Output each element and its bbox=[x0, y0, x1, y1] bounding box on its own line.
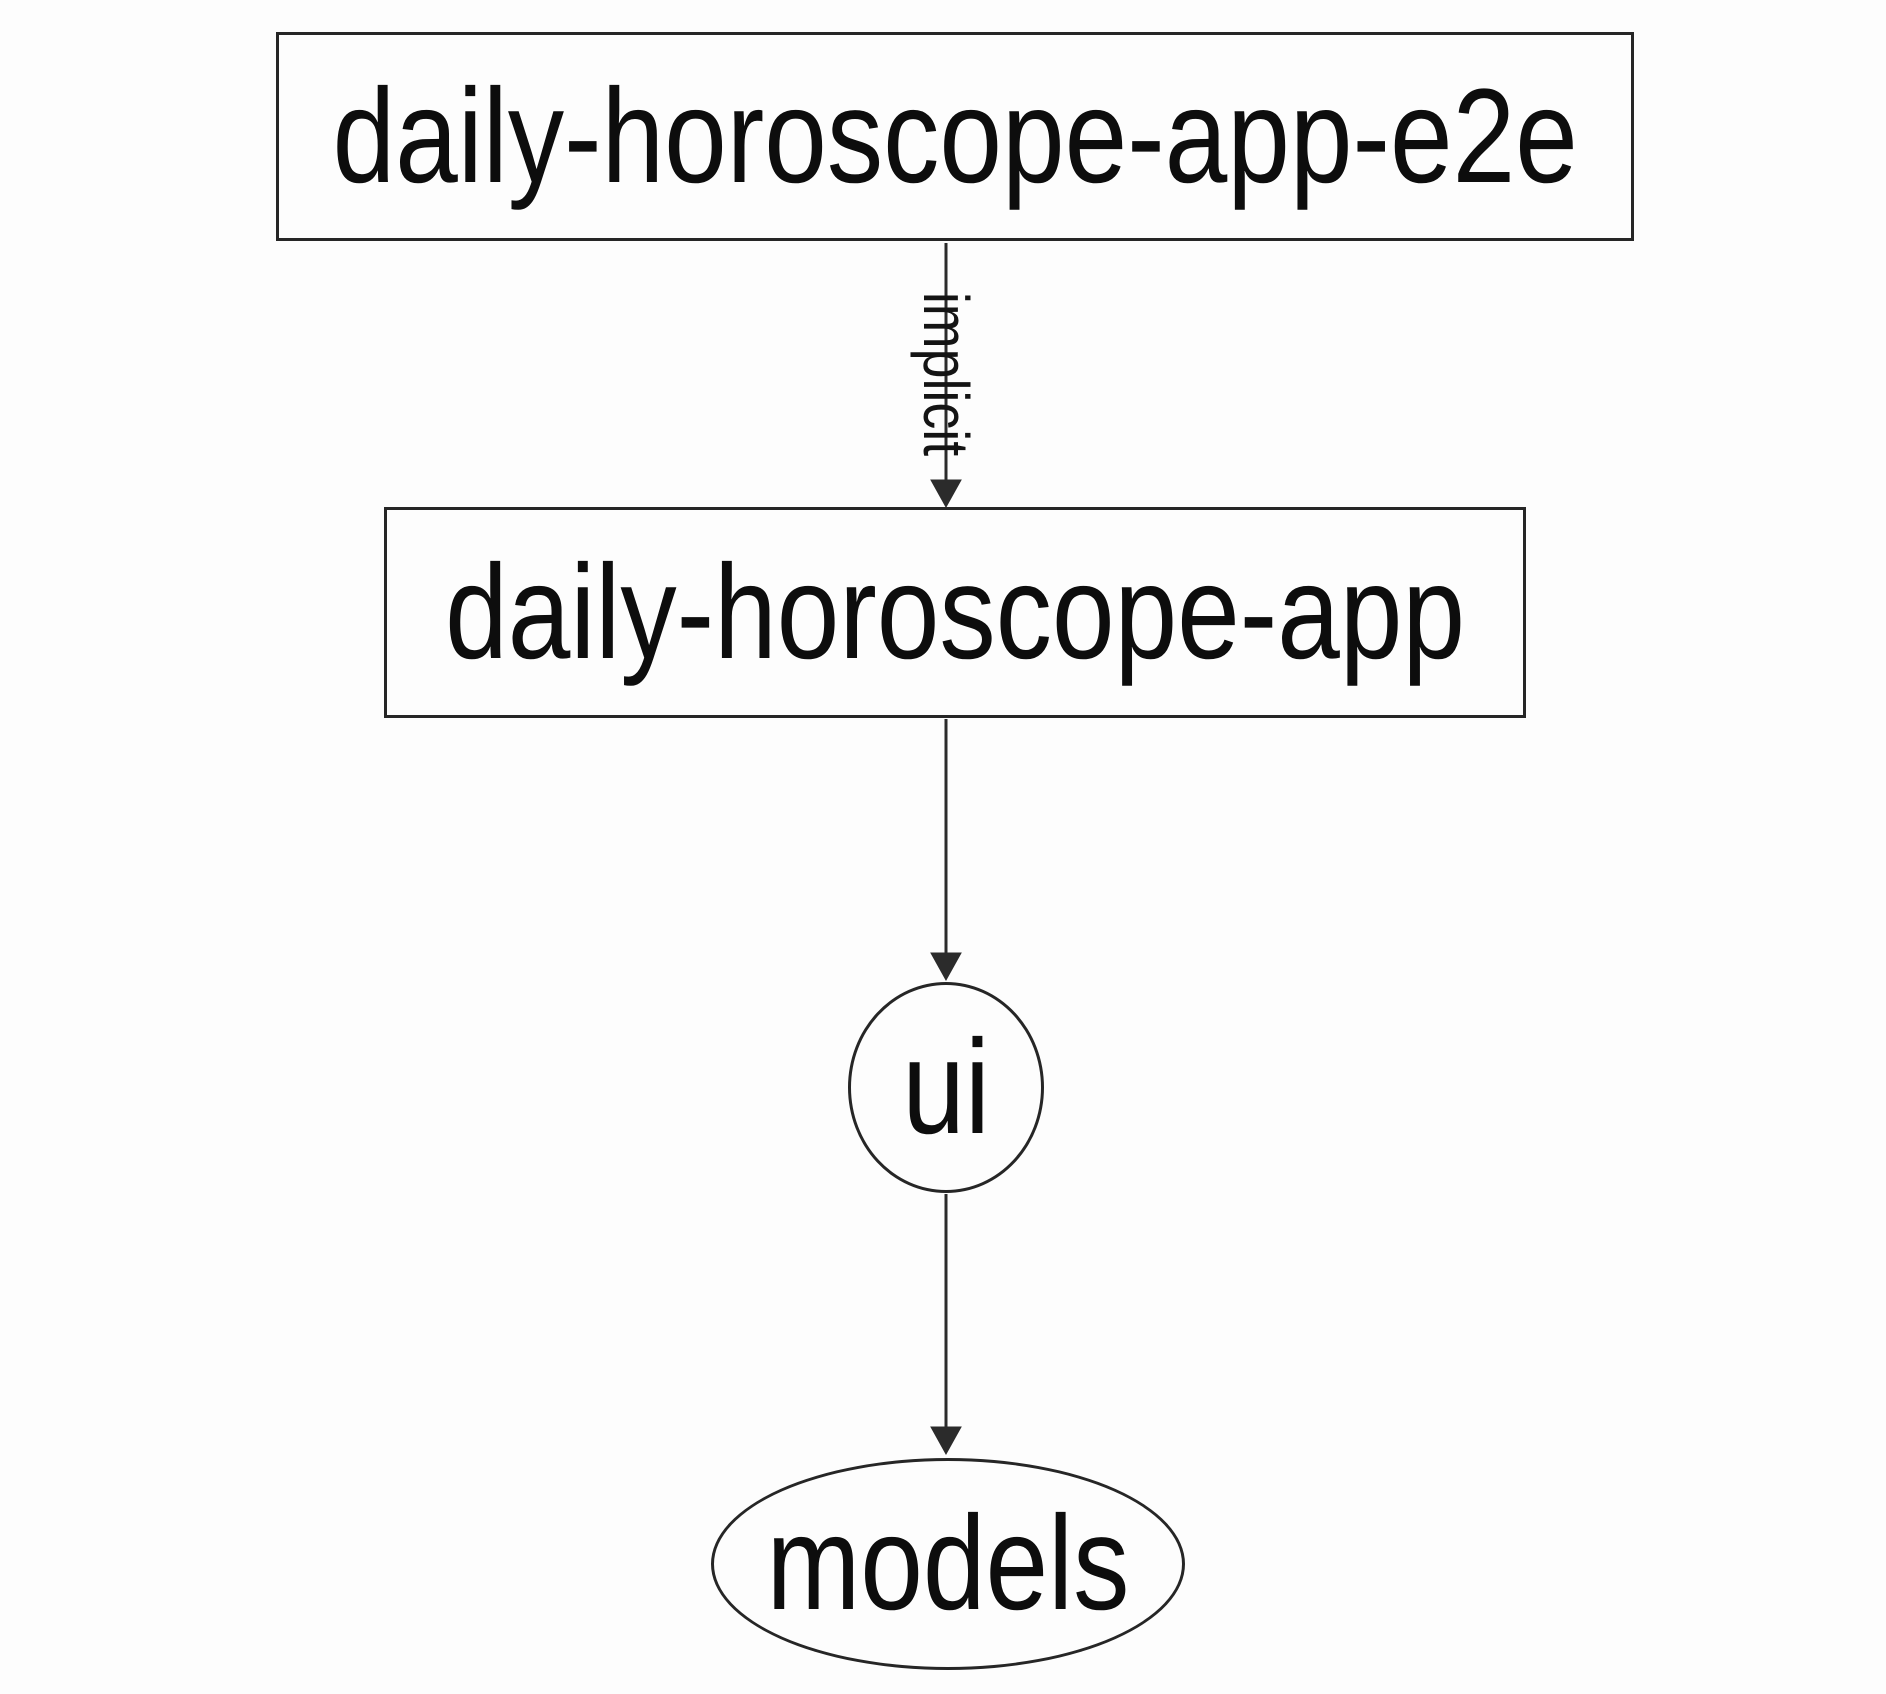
node-ui[interactable]: ui bbox=[848, 982, 1044, 1193]
node-label-ui: ui bbox=[902, 1012, 990, 1162]
node-daily-horoscope-app-e2e[interactable]: daily-horoscope-app-e2e bbox=[276, 32, 1634, 241]
node-label-models: models bbox=[766, 1489, 1130, 1638]
edge-app-to-ui bbox=[930, 719, 962, 982]
node-label-daily-horoscope-app-e2e: daily-horoscope-app-e2e bbox=[332, 61, 1578, 211]
node-models[interactable]: models bbox=[711, 1458, 1185, 1670]
node-label-daily-horoscope-app: daily-horoscope-app bbox=[445, 537, 1465, 687]
edge-ui-to-models bbox=[930, 1194, 962, 1456]
node-daily-horoscope-app[interactable]: daily-horoscope-app bbox=[384, 507, 1526, 718]
edge-label-implicit: implicit bbox=[910, 291, 982, 457]
